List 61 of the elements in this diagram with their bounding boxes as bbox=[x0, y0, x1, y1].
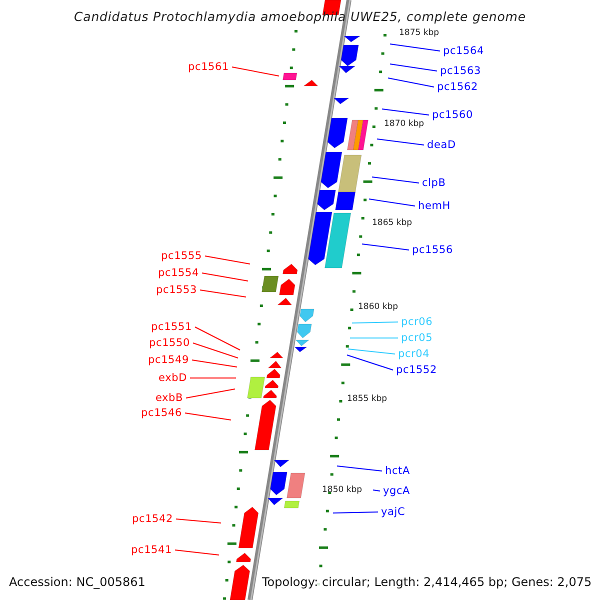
leader-line bbox=[390, 44, 440, 52]
scale-label: 1870 kbp bbox=[384, 119, 424, 129]
genome-info-text: Topology: circular; Length: 2,414,465 bp; Genes: 2,075 bbox=[262, 575, 592, 589]
leader-line bbox=[336, 466, 382, 472]
gene-label: pc1551 bbox=[151, 321, 192, 333]
gene-label: pc1562 bbox=[437, 81, 478, 93]
leader-line bbox=[204, 256, 250, 264]
leader-line bbox=[202, 272, 248, 282]
leader-line bbox=[332, 512, 378, 514]
leader-line bbox=[390, 64, 438, 72]
gene-label: pc1553 bbox=[156, 284, 197, 296]
leader-line bbox=[186, 388, 236, 398]
gene-label: pc1541 bbox=[131, 544, 172, 556]
leader-line bbox=[372, 176, 420, 184]
leader-line bbox=[352, 322, 398, 324]
gene-label: yajC bbox=[381, 506, 406, 518]
gene-label: pc1555 bbox=[161, 250, 202, 262]
leader-line bbox=[346, 354, 394, 370]
leader-line bbox=[200, 290, 246, 298]
gene-label: pc1550 bbox=[149, 337, 190, 349]
gene-label: exbD bbox=[158, 372, 187, 384]
title: Candidatus Protochlamydia amoebophila UWE25, complete genome bbox=[73, 9, 527, 24]
gene-label: deaD bbox=[427, 139, 456, 151]
gene-label: pc1560 bbox=[432, 109, 473, 121]
leader-line bbox=[348, 348, 396, 354]
leader-line bbox=[372, 490, 380, 492]
scale-label: 1855 kbp bbox=[347, 394, 388, 404]
leader-line bbox=[184, 412, 232, 420]
gene-label: exbB bbox=[155, 392, 183, 404]
gene-label: clpB bbox=[422, 177, 446, 189]
leader-line bbox=[174, 550, 220, 556]
scale-label: 1875 kbp bbox=[399, 28, 440, 38]
gene-label: pcr04 bbox=[398, 348, 430, 360]
scale-label: 1865 kbp bbox=[372, 218, 412, 228]
gene-label: pc1552 bbox=[396, 364, 437, 376]
leader-line bbox=[192, 360, 238, 368]
gene-label: pc1546 bbox=[141, 407, 182, 419]
gene-label: pc1542 bbox=[132, 513, 173, 525]
accession-text: Accession: NC_005861 bbox=[9, 575, 146, 589]
gene-label: hemH bbox=[418, 200, 450, 212]
gene-label: pc1549 bbox=[148, 354, 189, 366]
leader-line bbox=[376, 138, 424, 146]
leader-line bbox=[192, 342, 238, 358]
gene-label: pc1564 bbox=[443, 45, 484, 57]
leader-line bbox=[388, 78, 434, 88]
gene-label: pc1556 bbox=[412, 244, 453, 256]
gene-label: hctA bbox=[385, 465, 410, 477]
leader-line bbox=[362, 244, 410, 250]
leader-line bbox=[194, 326, 240, 350]
gene-label: pcr06 bbox=[401, 316, 433, 328]
leader-line bbox=[232, 66, 280, 76]
gene-label: pc1554 bbox=[158, 267, 199, 279]
gene-label: pc1563 bbox=[440, 65, 481, 77]
leader-line bbox=[176, 518, 222, 524]
scale-label: 1850 kbp bbox=[322, 485, 362, 495]
scale-label: 1860 kbp bbox=[358, 302, 398, 312]
leader-line bbox=[368, 198, 416, 206]
gene-label: pc1561 bbox=[188, 61, 229, 73]
leader-line bbox=[382, 108, 430, 116]
gene-label: pcr05 bbox=[401, 332, 433, 344]
gene-label: ygcA bbox=[383, 485, 410, 497]
